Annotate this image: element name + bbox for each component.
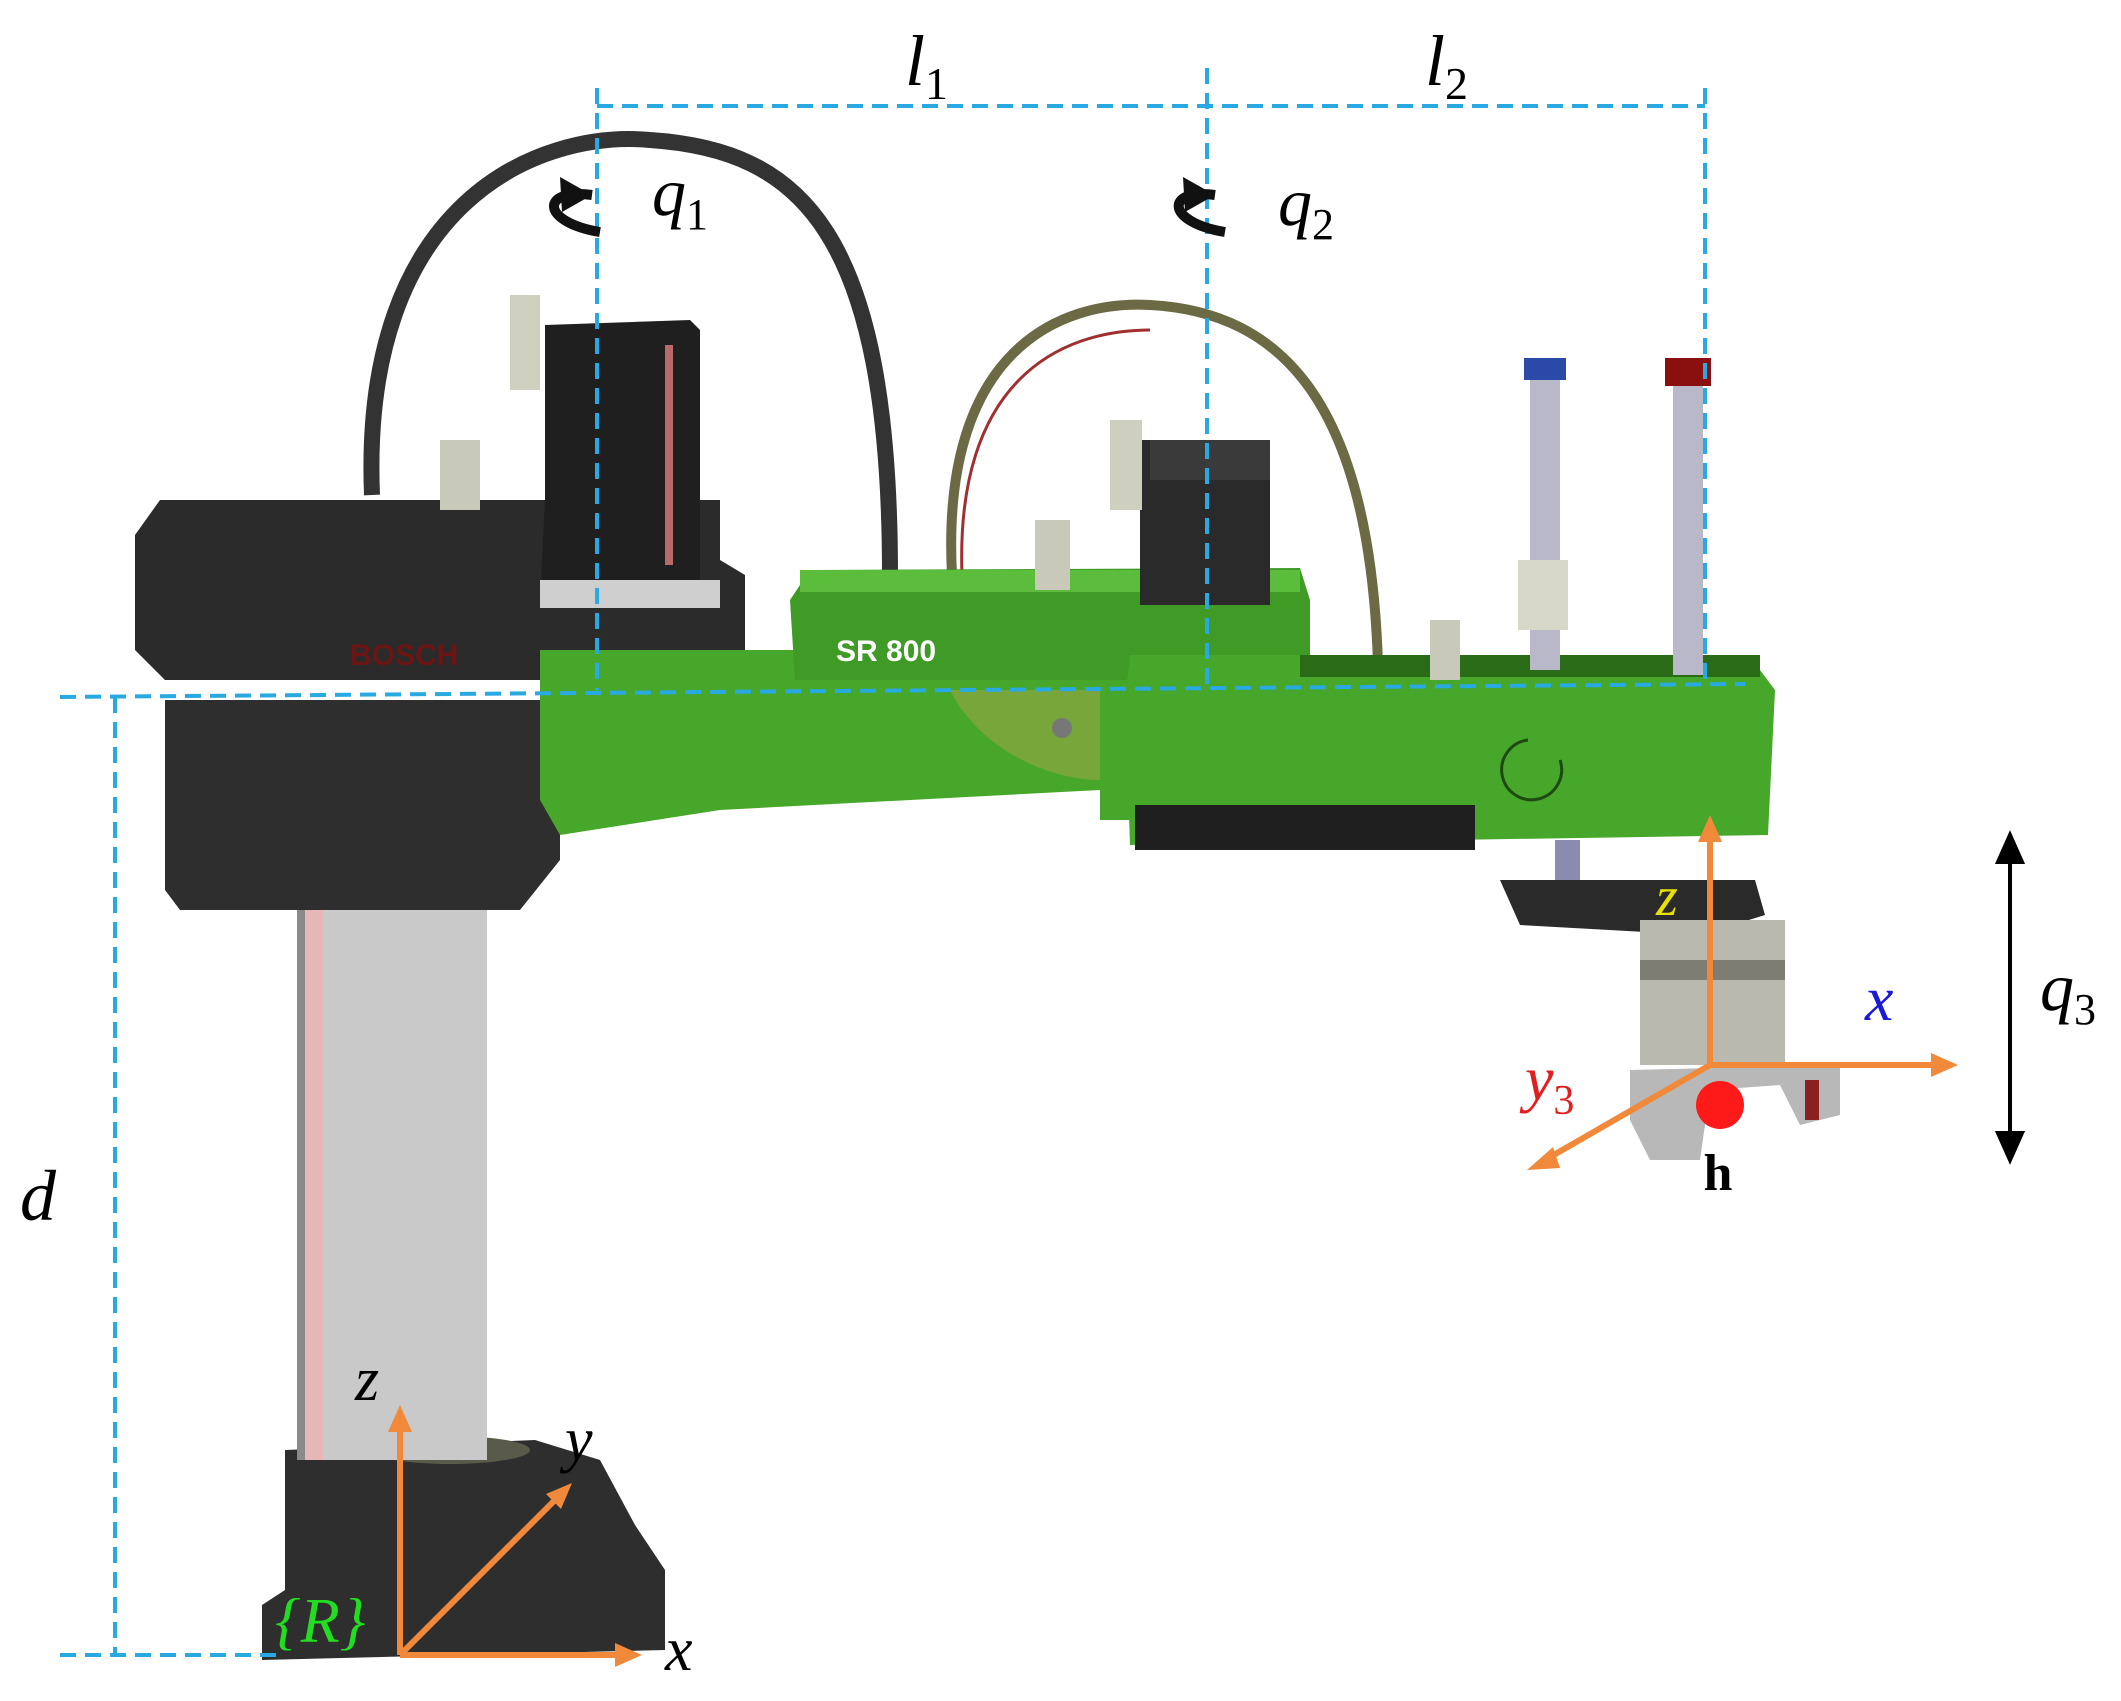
model-label: SR 800 (836, 635, 936, 668)
rotation-arrow-q1-icon (549, 177, 601, 237)
brand-label: BOSCH (350, 639, 458, 672)
tool-center-point (1696, 1081, 1744, 1129)
base-y-axis (397, 1497, 558, 1658)
joint1-connector-2 (440, 440, 480, 510)
label-q2: q2 (1278, 164, 1334, 249)
link1-shade (950, 690, 1100, 780)
label-tool-y: y3 (1519, 1043, 1574, 1124)
cylinder-left-valve (1518, 560, 1568, 630)
link2-arm (1125, 655, 1775, 845)
label-base-y: y (559, 1406, 593, 1474)
vertical-column (297, 900, 487, 1460)
joint1-motor-plate (540, 580, 720, 608)
tool-frame-axes (1527, 815, 1958, 1170)
link2-circle-mark (1500, 738, 1564, 802)
prismatic-arrow-q3-icon (1994, 830, 2026, 1165)
label-l2: l2 (1425, 21, 1468, 109)
label-tool-x: x (1864, 963, 1893, 1034)
label-q1: q1 (652, 154, 708, 239)
gripper (1630, 1065, 1840, 1160)
joint1-motor-block (540, 320, 700, 600)
label-q3: q3 (2040, 949, 2096, 1034)
label-d: d (20, 1156, 57, 1236)
label-tool-point: h (1704, 1145, 1733, 1202)
joint1-connector (510, 295, 540, 390)
tool-y-axis (1543, 1062, 1712, 1163)
cylinder-right (1673, 375, 1703, 675)
link1-bolt (1052, 718, 1072, 738)
joint2-motor-top (1150, 440, 1270, 480)
cable-loop-2 (946, 299, 1383, 666)
cylinder-left-cap (1524, 358, 1566, 380)
cable-loop-1 (363, 131, 898, 576)
rotation-arrow-q2-icon (1173, 177, 1226, 237)
label-tool-z: z (1655, 866, 1678, 928)
cable-loop-2-inner (960, 328, 1151, 576)
label-base-z: z (354, 1346, 379, 1414)
label-base-x: x (664, 1616, 693, 1684)
base-housing-lower (165, 700, 560, 910)
column-highlight (305, 900, 323, 1460)
joint2-connector (1110, 420, 1142, 510)
joint2-connector-2 (1035, 520, 1070, 590)
gripper-finger-right (1805, 1080, 1819, 1120)
dim-arm-level (59, 682, 1746, 699)
link2-connector (1430, 620, 1460, 680)
label-base-frame: {R} (275, 1585, 366, 1656)
dimension-lines (59, 68, 1746, 1657)
link2-lower-shadow (1135, 805, 1475, 850)
joint1-motor-stripe (665, 345, 673, 565)
base-frame-axes (388, 1405, 642, 1667)
column-edge (297, 900, 305, 1460)
label-l1: l1 (905, 21, 948, 109)
